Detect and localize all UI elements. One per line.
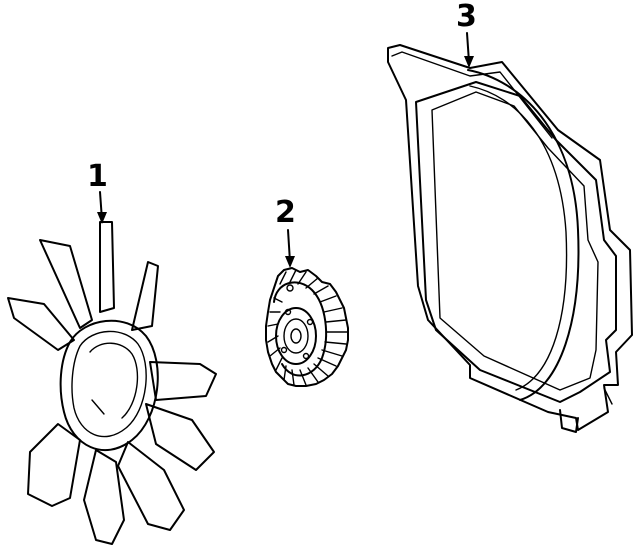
callout-1-label: 1 bbox=[87, 159, 108, 194]
callout-2-label: 2 bbox=[275, 195, 296, 230]
fan-shroud bbox=[387, 44, 633, 433]
callout-3-label: 3 bbox=[456, 0, 477, 34]
callout-2: 2 bbox=[275, 195, 296, 268]
callout-1: 1 bbox=[87, 159, 108, 224]
callout-2-arrow bbox=[285, 256, 295, 268]
callout-1-arrow bbox=[97, 212, 107, 224]
callout-3: 3 bbox=[456, 0, 477, 68]
fan-blade-assembly bbox=[7, 221, 217, 545]
callout-3-arrow bbox=[464, 56, 474, 68]
fan-clutch bbox=[265, 267, 349, 387]
